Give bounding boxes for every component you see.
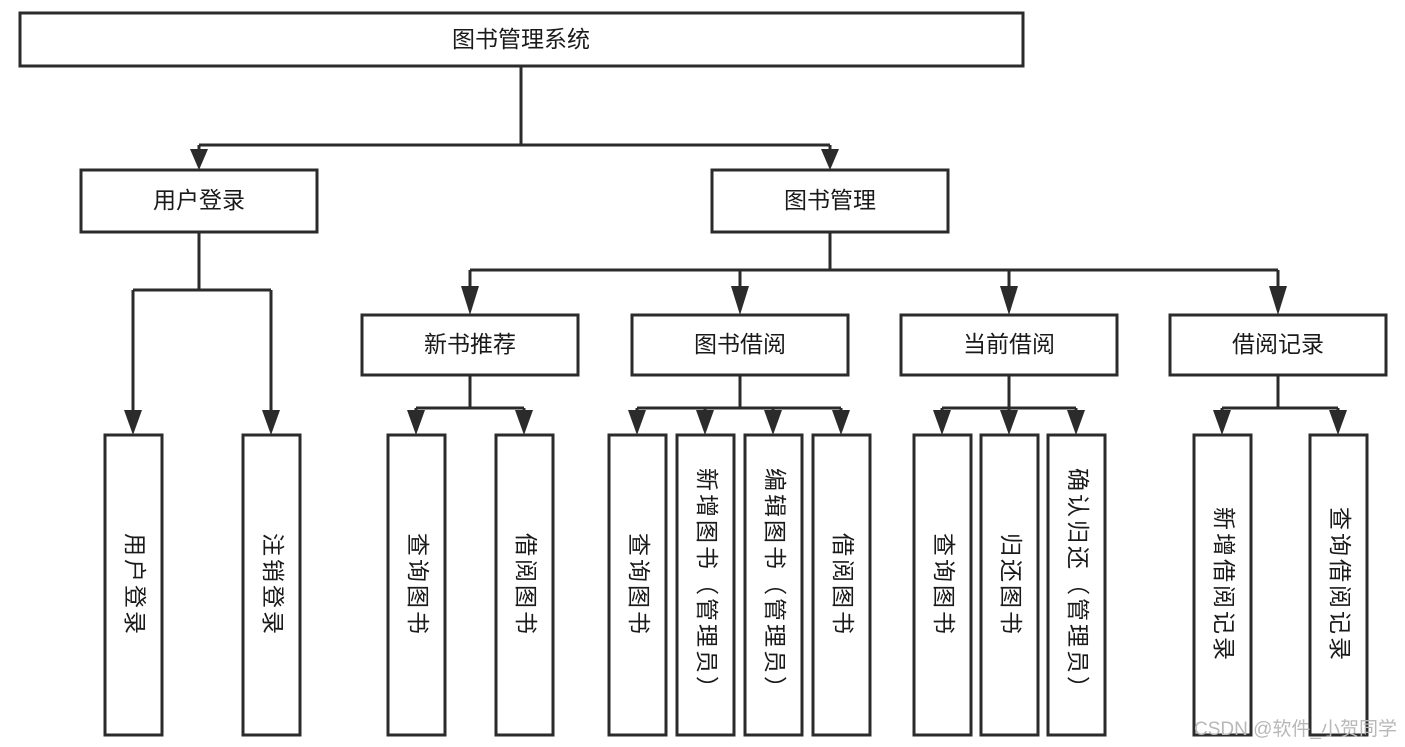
leaf-bb-query-book-box	[607, 433, 668, 737]
edges-root-to-level2	[190, 66, 839, 170]
node-book-manage[interactable]: 图书管理	[710, 168, 950, 234]
leaf-bb-edit-book-box	[743, 433, 804, 737]
leaf-nb-borrow-book-box	[494, 433, 555, 737]
arrowhead-bb-borrow-book	[832, 410, 850, 435]
edges-user-login-to-leaves	[124, 232, 280, 435]
leaf-logout[interactable]: 注销登录	[241, 433, 302, 737]
leaf-user-login[interactable]: 用户登录	[103, 433, 164, 737]
node-new-book-recommend-label: 新书推荐	[424, 331, 516, 357]
leaf-br-query-record-box	[1308, 433, 1369, 737]
node-book-borrow-box	[630, 313, 850, 377]
edges-book-manage-to-level3	[461, 232, 1287, 315]
leaf-bb-query-book[interactable]: 查询图书	[607, 433, 668, 737]
leaf-bb-borrow-book-box	[811, 433, 872, 737]
leaf-cb-confirm-return[interactable]: 确认归还（管理员）	[1046, 433, 1107, 737]
leaf-cb-query-book[interactable]: 查询图书	[912, 433, 973, 737]
leaf-cb-return-book[interactable]: 归还图书	[979, 433, 1040, 737]
node-root-system-box	[18, 11, 1025, 68]
leaf-nb-query-book-label: 查询图书	[405, 533, 431, 637]
leaf-cb-confirm-return-box	[1046, 433, 1107, 737]
arrowhead-leaf-user-login	[124, 410, 142, 435]
leaf-bb-borrow-book[interactable]: 借阅图书	[811, 433, 872, 737]
node-borrow-record[interactable]: 借阅记录	[1168, 313, 1388, 377]
edges-borrow-record-to-leaves	[1213, 375, 1347, 435]
leaf-cb-query-book-label: 查询图书	[931, 533, 957, 637]
node-current-borrow-label: 当前借阅	[963, 331, 1055, 357]
node-book-manage-label: 图书管理	[784, 187, 876, 213]
edges-book-borrow-to-leaves	[628, 375, 850, 435]
node-user-login-label: 用户登录	[153, 187, 245, 213]
node-root-system-label: 图书管理系统	[452, 26, 590, 52]
arrowhead-to-book-borrow	[731, 286, 749, 315]
leaf-nb-query-book-box	[386, 433, 447, 737]
node-current-borrow-box	[899, 313, 1119, 377]
arrowhead-to-borrow-record	[1269, 286, 1287, 315]
leaf-nb-query-book[interactable]: 查询图书	[386, 433, 447, 737]
leaf-bb-query-book-label: 查询图书	[626, 533, 652, 637]
leaf-bb-add-book-box	[675, 433, 736, 737]
leaf-logout-box	[241, 433, 302, 737]
node-current-borrow[interactable]: 当前借阅	[899, 313, 1119, 377]
leaf-cb-return-book-label: 归还图书	[998, 533, 1024, 637]
leaf-bb-borrow-book-label: 借阅图书	[830, 533, 856, 637]
node-borrow-record-box	[1168, 313, 1388, 377]
leaf-br-query-record-label: 查询借阅记录	[1327, 507, 1353, 663]
leaf-bb-edit-book-label: 编辑图书（管理员）	[762, 468, 788, 702]
leaf-br-add-record-box	[1192, 433, 1253, 737]
leaf-br-add-record[interactable]: 新增借阅记录	[1192, 433, 1253, 737]
arrowhead-cb-confirm-return	[1067, 410, 1085, 435]
arrowhead-bb-add-book	[696, 410, 714, 435]
leaf-bb-add-book-label: 新增图书（管理员）	[694, 468, 720, 702]
arrowhead-to-book-manage	[821, 149, 839, 170]
arrowhead-cb-return-book	[1000, 410, 1018, 435]
node-borrow-record-label: 借阅记录	[1232, 331, 1324, 357]
node-book-borrow[interactable]: 图书借阅	[630, 313, 850, 377]
arrowhead-nb-borrow-book	[515, 410, 533, 435]
arrowhead-to-user-login	[190, 149, 208, 170]
leaf-bb-add-book[interactable]: 新增图书（管理员）	[675, 433, 736, 737]
leaf-logout-label: 注销登录	[260, 533, 286, 637]
leaf-br-add-record-label: 新增借阅记录	[1211, 507, 1237, 663]
node-new-book-recommend-box	[360, 313, 580, 377]
node-book-borrow-label: 图书借阅	[694, 331, 786, 357]
leaf-user-login-box	[103, 433, 164, 737]
arrowhead-br-query-record	[1329, 410, 1347, 435]
edges-new-book-to-leaves	[407, 375, 533, 435]
leaf-user-login-label: 用户登录	[122, 533, 148, 637]
arrowhead-leaf-logout	[262, 410, 280, 435]
leaf-bb-edit-book[interactable]: 编辑图书（管理员）	[743, 433, 804, 737]
leaf-cb-return-book-box	[979, 433, 1040, 737]
node-user-login[interactable]: 用户登录	[79, 168, 319, 234]
arrowhead-br-add-record	[1213, 410, 1231, 435]
leaf-cb-confirm-return-label: 确认归还（管理员）	[1065, 468, 1091, 702]
leaf-nb-borrow-book[interactable]: 借阅图书	[494, 433, 555, 737]
leaf-br-query-record[interactable]: 查询借阅记录	[1308, 433, 1369, 737]
leaf-nb-borrow-book-label: 借阅图书	[513, 533, 539, 637]
arrowhead-nb-query-book	[407, 410, 425, 435]
arrowhead-to-current-borrow	[1000, 286, 1018, 315]
arrowhead-bb-query-book	[628, 410, 646, 435]
node-book-manage-box	[710, 168, 950, 234]
node-user-login-box	[79, 168, 319, 234]
arrowhead-bb-edit-book	[764, 410, 782, 435]
node-root-system[interactable]: 图书管理系统	[18, 11, 1025, 68]
arrowhead-cb-query-book	[933, 410, 951, 435]
arrowhead-to-new-book	[461, 286, 479, 315]
edges-current-borrow-to-leaves	[933, 375, 1085, 435]
leaf-cb-query-book-box	[912, 433, 973, 737]
node-new-book-recommend[interactable]: 新书推荐	[360, 313, 580, 377]
